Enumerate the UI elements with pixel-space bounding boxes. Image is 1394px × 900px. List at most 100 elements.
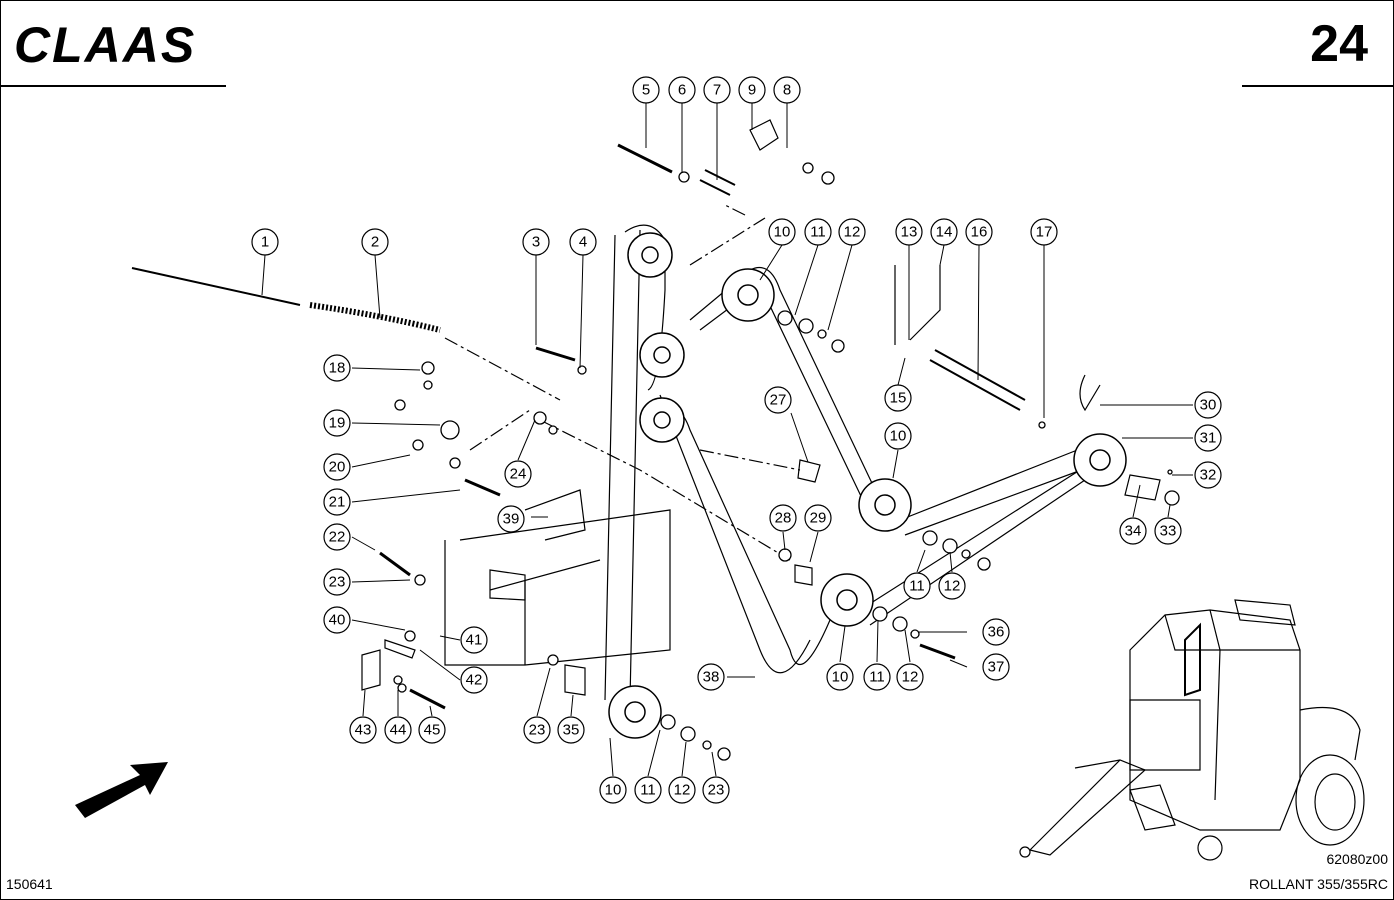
callout-10a bbox=[768, 218, 796, 246]
svg-text:38: 38 bbox=[703, 669, 720, 686]
callout-16 bbox=[965, 218, 993, 246]
callout-23b bbox=[523, 716, 551, 744]
svg-text:17: 17 bbox=[1036, 224, 1053, 241]
svg-text:10: 10 bbox=[774, 224, 791, 241]
callout-42 bbox=[460, 666, 488, 694]
svg-text:5: 5 bbox=[642, 82, 650, 99]
machine-inset bbox=[1019, 599, 1365, 861]
callout-27 bbox=[764, 386, 792, 414]
callout-41 bbox=[460, 626, 488, 654]
callout-37 bbox=[982, 653, 1010, 681]
callout-12d bbox=[668, 776, 696, 804]
svg-text:2: 2 bbox=[371, 234, 379, 251]
svg-text:7: 7 bbox=[713, 82, 721, 99]
callout-13 bbox=[895, 218, 923, 246]
callout-23a bbox=[323, 568, 351, 596]
header-rule-left bbox=[0, 85, 226, 87]
svg-text:12: 12 bbox=[844, 224, 861, 241]
callout-4 bbox=[569, 228, 597, 256]
svg-text:24: 24 bbox=[510, 466, 527, 483]
callout-35 bbox=[557, 716, 585, 744]
svg-text:23: 23 bbox=[708, 782, 725, 799]
svg-text:11: 11 bbox=[810, 224, 826, 241]
svg-text:37: 37 bbox=[988, 659, 1005, 676]
callout-31 bbox=[1194, 424, 1222, 452]
callout-20 bbox=[323, 453, 351, 481]
svg-text:30: 30 bbox=[1200, 397, 1217, 414]
svg-text:34: 34 bbox=[1125, 523, 1142, 540]
callout-38 bbox=[697, 663, 725, 691]
svg-text:22: 22 bbox=[329, 529, 346, 546]
callout-12b bbox=[938, 572, 966, 600]
leader-lines bbox=[261, 103, 1193, 777]
svg-text:12: 12 bbox=[674, 782, 691, 799]
callout-12c bbox=[896, 663, 924, 691]
svg-text:9: 9 bbox=[748, 82, 756, 99]
svg-text:44: 44 bbox=[390, 722, 407, 739]
svg-text:11: 11 bbox=[869, 669, 885, 686]
svg-text:40: 40 bbox=[329, 612, 346, 629]
svg-text:28: 28 bbox=[775, 510, 792, 527]
callout-3 bbox=[522, 228, 550, 256]
svg-text:39: 39 bbox=[503, 511, 520, 528]
svg-text:32: 32 bbox=[1200, 467, 1217, 484]
svg-text:6: 6 bbox=[678, 82, 686, 99]
svg-text:4: 4 bbox=[579, 234, 587, 251]
callout-10c bbox=[826, 663, 854, 691]
callout-11c bbox=[863, 663, 891, 691]
svg-text:14: 14 bbox=[936, 224, 953, 241]
svg-text:20: 20 bbox=[329, 459, 346, 476]
callout-19 bbox=[323, 409, 351, 437]
callout-44 bbox=[384, 716, 412, 744]
header-rule-right bbox=[1242, 85, 1394, 87]
callout-15 bbox=[884, 384, 912, 412]
svg-text:23: 23 bbox=[529, 722, 546, 739]
callout-9 bbox=[738, 76, 766, 104]
svg-text:33: 33 bbox=[1160, 523, 1177, 540]
claas-logo: CLAAS bbox=[14, 17, 197, 73]
document-number: 150641 bbox=[6, 876, 53, 892]
svg-text:3: 3 bbox=[532, 234, 540, 251]
callout-11d bbox=[634, 776, 662, 804]
callout-36 bbox=[982, 618, 1010, 646]
svg-text:1: 1 bbox=[261, 234, 269, 251]
svg-text:45: 45 bbox=[424, 722, 441, 739]
svg-text:29: 29 bbox=[810, 510, 827, 527]
callout-labels: 1 2 3 4 5 6 7 8 9 10 11 12 13 14 16 17 1… bbox=[261, 82, 1217, 799]
callout-circles bbox=[251, 76, 1222, 804]
svg-text:10: 10 bbox=[605, 782, 622, 799]
callout-1 bbox=[251, 228, 279, 256]
callout-11a bbox=[804, 218, 832, 246]
svg-text:23: 23 bbox=[329, 574, 346, 591]
callout-8 bbox=[773, 76, 801, 104]
callout-39 bbox=[497, 505, 525, 533]
svg-text:42: 42 bbox=[466, 672, 483, 689]
svg-text:12: 12 bbox=[902, 669, 919, 686]
callout-7 bbox=[703, 76, 731, 104]
svg-text:11: 11 bbox=[909, 578, 925, 595]
direction-arrow bbox=[75, 762, 168, 818]
svg-text:15: 15 bbox=[890, 390, 907, 407]
callout-17 bbox=[1030, 218, 1058, 246]
callout-14 bbox=[930, 218, 958, 246]
callout-43 bbox=[349, 716, 377, 744]
callout-10b bbox=[884, 422, 912, 450]
svg-text:19: 19 bbox=[329, 415, 346, 432]
svg-text:27: 27 bbox=[770, 392, 787, 409]
callout-18 bbox=[323, 354, 351, 382]
callout-29 bbox=[804, 504, 832, 532]
svg-text:41: 41 bbox=[466, 632, 483, 649]
callout-11b bbox=[903, 572, 931, 600]
pulleys bbox=[608, 232, 1127, 739]
svg-text:35: 35 bbox=[563, 722, 580, 739]
callout-40 bbox=[323, 606, 351, 634]
svg-text:36: 36 bbox=[988, 624, 1005, 641]
callout-6 bbox=[668, 76, 696, 104]
svg-text:12: 12 bbox=[944, 578, 961, 595]
callout-22 bbox=[323, 523, 351, 551]
svg-text:8: 8 bbox=[783, 82, 791, 99]
svg-text:21: 21 bbox=[329, 494, 346, 511]
svg-text:11: 11 bbox=[640, 782, 656, 799]
svg-text:31: 31 bbox=[1200, 430, 1217, 447]
callout-28 bbox=[769, 504, 797, 532]
